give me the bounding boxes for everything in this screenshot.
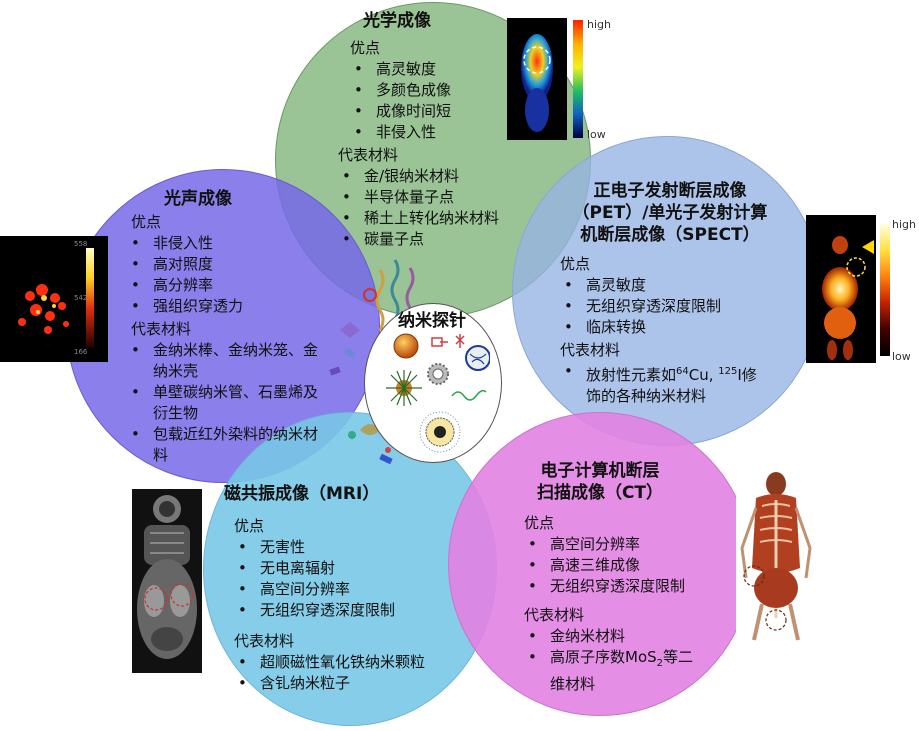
ct-mat2-pre: 高原子序数MoS xyxy=(550,648,657,666)
list-item: 高对照度 xyxy=(127,254,336,275)
photoacoustic-scale-bottom: 166 xyxy=(74,348,88,356)
mri-content: 优点 无害性 无电离辐射 高空间分辨率 无组织穿透深度限制 代表材料 超顺磁性氧… xyxy=(234,516,474,694)
list-item: 单壁碳纳米管、石墨烯及衍生物 xyxy=(127,382,327,424)
list-item: 高分辨率 xyxy=(127,275,336,296)
list-item: 高速三维成像 xyxy=(524,555,744,576)
list-item: 金纳米棒、金纳米笼、金纳米壳 xyxy=(127,340,327,382)
list-item: 非侵入性 xyxy=(127,233,336,254)
pet-adv-label: 优点 xyxy=(560,255,591,273)
list-item: 高空间分辨率 xyxy=(234,579,474,600)
ct-mat-label: 代表材料 xyxy=(524,606,585,624)
list-item: 金纳米材料 xyxy=(524,626,744,647)
nano-probe-illustrations xyxy=(386,333,490,453)
photoacoustic-scale-mid: 542 xyxy=(74,294,88,302)
list-item: 成像时间短 xyxy=(350,101,499,122)
optical-color-scale xyxy=(573,20,583,138)
pet-title-line2: （PET）/单光子发射计算 xyxy=(572,203,768,223)
list-item: 半导体量子点 xyxy=(338,187,499,208)
pet-title-line1: 正电子发射断层成像 xyxy=(593,181,747,201)
optical-adv-list: 高灵敏度 多颜色成像 成像时间短 非侵入性 xyxy=(350,59,499,143)
photoacoustic-mat-list: 金纳米棒、金纳米笼、金纳米壳 单壁碳纳米管、石墨烯及衍生物 包载近红外染料的纳米… xyxy=(127,340,327,466)
optical-adv-label: 优点 xyxy=(350,39,381,57)
list-item: 强组织穿透力 xyxy=(127,296,336,317)
list-item: 高空间分辨率 xyxy=(524,534,744,555)
list-item: 非侵入性 xyxy=(350,122,499,143)
pet-content: 优点 高灵敏度 无组织穿透深度限制 临床转换 代表材料 放射性元素如64Cu, … xyxy=(560,254,800,407)
pet-arrow-marker xyxy=(862,240,874,254)
list-item: 放射性元素如64Cu, 125I修 xyxy=(560,361,800,386)
pet-imaging-photo xyxy=(806,215,876,363)
pet-mat-pre: 放射性元素如 xyxy=(586,366,677,384)
pet-title-line3: 机断层成像（SPECT） xyxy=(580,225,760,245)
ct-content: 优点 高空间分辨率 高速三维成像 无组织穿透深度限制 代表材料 金纳米材料 高原… xyxy=(524,513,744,695)
list-item: 高原子序数MoS2等二 xyxy=(524,647,744,674)
list-item: 包载近红外染料的纳米材料 xyxy=(127,424,327,466)
pet-title: 正电子发射断层成像 （PET）/单光子发射计算 机断层成像（SPECT） xyxy=(546,180,794,246)
pet-adv-list: 高灵敏度 无组织穿透深度限制 临床转换 xyxy=(560,275,800,338)
list-item: 临床转换 xyxy=(560,317,800,338)
list-item-continued: 饰的各种纳米材料 xyxy=(586,387,707,405)
list-item-continued: 维材料 xyxy=(550,675,596,693)
ct-adv-label: 优点 xyxy=(524,514,555,532)
ct-imaging-photo xyxy=(736,468,816,644)
ct-adv-list: 高空间分辨率 高速三维成像 无组织穿透深度限制 xyxy=(524,534,744,597)
pet-mat-post: I修 xyxy=(737,366,757,384)
pet-mat-list: 放射性元素如64Cu, 125I修 饰的各种纳米材料 xyxy=(560,361,800,407)
list-item: 多颜色成像 xyxy=(350,80,499,101)
center-title: 纳米探针 xyxy=(398,311,466,331)
ct-mat-list: 金纳米材料 高原子序数MoS2等二 维材料 xyxy=(524,626,744,695)
pet-mat-label: 代表材料 xyxy=(560,341,621,359)
pet-mat-sup2: 125 xyxy=(718,366,738,377)
optical-scale-high: high xyxy=(587,18,611,31)
photoacoustic-mat-label: 代表材料 xyxy=(131,320,192,338)
optical-mat-list: 金/银纳米材料 半导体量子点 稀土上转化纳米材料 碳量子点 xyxy=(338,166,499,250)
optical-mat-label: 代表材料 xyxy=(338,146,399,164)
list-item: 无害性 xyxy=(234,537,474,558)
list-item: 高灵敏度 xyxy=(560,275,800,296)
list-item: 金/银纳米材料 xyxy=(338,166,499,187)
list-item: 高灵敏度 xyxy=(350,59,499,80)
ct-mat2-post: 等二 xyxy=(663,648,694,666)
photoacoustic-adv-label: 优点 xyxy=(131,213,162,231)
ct-title-line2: 扫描成像（CT） xyxy=(536,483,664,503)
photoacoustic-scale-top: 558 xyxy=(74,240,88,248)
mri-adv-list: 无害性 无电离辐射 高空间分辨率 无组织穿透深度限制 xyxy=(234,537,474,621)
optical-imaging-photo xyxy=(507,18,567,140)
ct-mat2-sub: 2 xyxy=(656,658,664,669)
mri-mat-list: 超顺磁性氧化铁纳米颗粒 含钆纳米粒子 xyxy=(234,652,474,694)
pet-scale-high: high xyxy=(892,218,916,231)
photoacoustic-imaging-photo: 558 542 166 xyxy=(0,236,108,362)
pet-scale-low: low xyxy=(892,350,911,363)
mri-title: 磁共振成像（MRI） xyxy=(224,484,380,504)
mri-mat-label: 代表材料 xyxy=(234,632,295,650)
list-item: 无组织穿透深度限制 xyxy=(524,576,744,597)
pet-color-scale xyxy=(880,224,890,356)
list-item: 无组织穿透深度限制 xyxy=(234,600,474,621)
photoacoustic-content: 优点 非侵入性 高对照度 高分辨率 强组织穿透力 代表材料 金纳米棒、金纳米笼、… xyxy=(131,212,336,466)
mri-imaging-photo xyxy=(132,489,202,673)
list-item: 稀土上转化纳米材料 xyxy=(338,208,499,229)
pet-mat-mid: Cu, xyxy=(688,366,719,384)
mri-adv-label: 优点 xyxy=(234,517,265,535)
optical-title: 光学成像 xyxy=(363,11,431,31)
list-item: 含钆纳米粒子 xyxy=(234,673,474,694)
photoacoustic-adv-list: 非侵入性 高对照度 高分辨率 强组织穿透力 xyxy=(127,233,336,317)
optical-scale-low: low xyxy=(587,128,606,141)
ct-title-line1: 电子计算机断层 xyxy=(540,461,660,481)
photoacoustic-title: 光声成像 xyxy=(164,189,232,209)
ct-title: 电子计算机断层 扫描成像（CT） xyxy=(510,460,690,504)
list-item: 无电离辐射 xyxy=(234,558,474,579)
pet-mat-sup1: 64 xyxy=(676,366,689,377)
list-item: 无组织穿透深度限制 xyxy=(560,296,800,317)
list-item: 超顺磁性氧化铁纳米颗粒 xyxy=(234,652,474,673)
list-item: 碳量子点 xyxy=(338,229,499,250)
optical-content: 优点 高灵敏度 多颜色成像 成像时间短 非侵入性 代表材料 金/银纳米材料 半导… xyxy=(338,38,499,250)
